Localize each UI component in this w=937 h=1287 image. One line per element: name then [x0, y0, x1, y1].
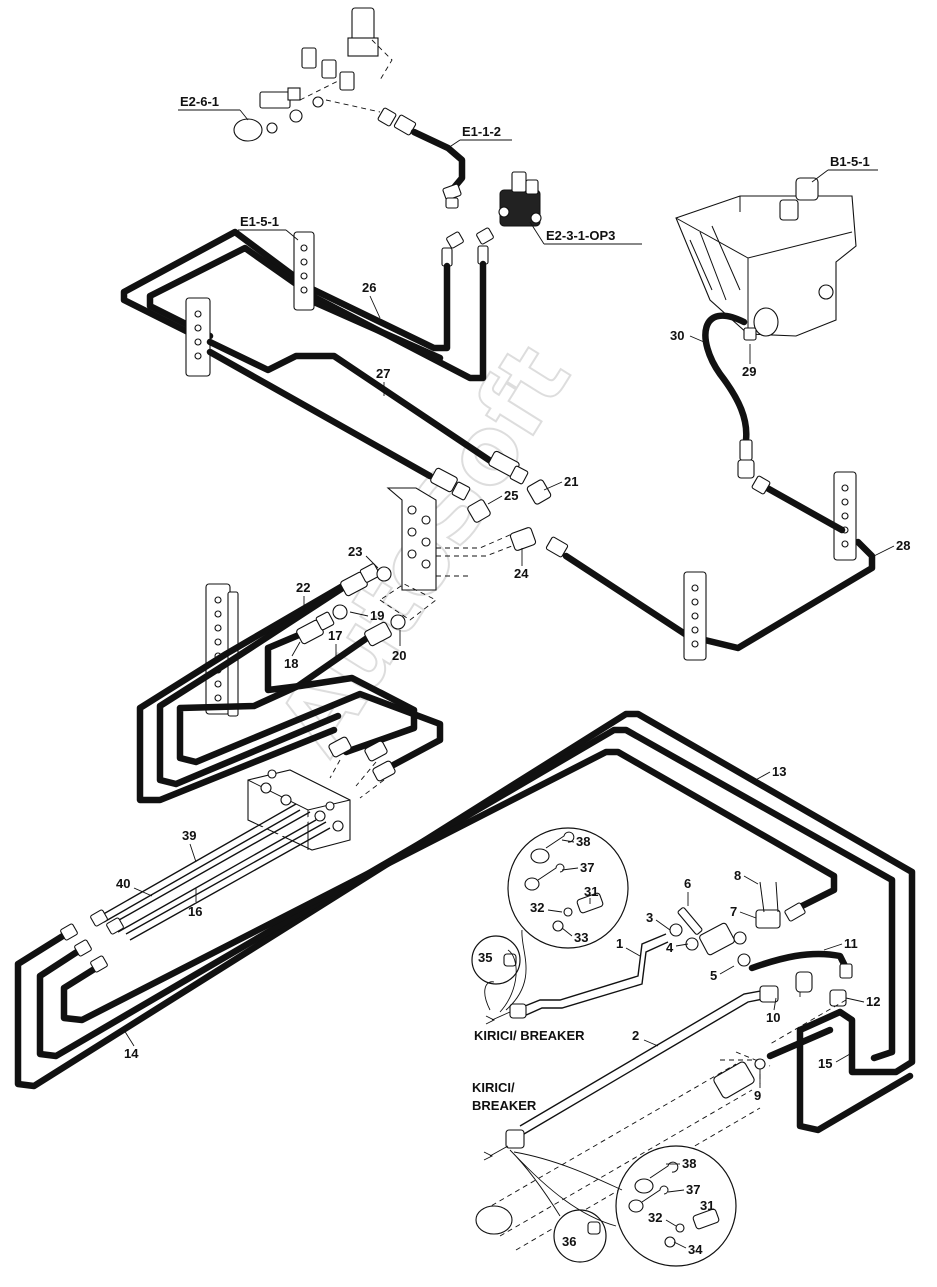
ref-e1-5-1: E1-5-1 — [240, 214, 279, 229]
top-valve-assembly — [233, 7, 417, 142]
hose-14-mid — [36, 726, 896, 1062]
label-13: 13 — [772, 764, 786, 779]
hose-14-outer — [14, 710, 916, 1090]
label-35: 35 — [478, 950, 492, 965]
clamp-block-left — [185, 297, 211, 377]
label-7: 7 — [730, 904, 737, 919]
tube-16 — [125, 821, 331, 941]
label-1: 1 — [616, 936, 623, 951]
label-4: 4 — [666, 940, 674, 955]
label-6: 6 — [684, 876, 691, 891]
label-40: 40 — [116, 876, 130, 891]
label-22: 22 — [296, 580, 310, 595]
control-valve — [498, 171, 542, 227]
label-28: 28 — [896, 538, 910, 553]
hose-11 — [748, 950, 850, 972]
detail-circle-35 — [471, 935, 521, 985]
hydraulic-tank — [675, 177, 857, 341]
tube-40 — [111, 811, 317, 933]
label-27: 27 — [376, 366, 390, 381]
label-19: 19 — [370, 608, 384, 623]
hose-15 — [796, 1008, 914, 1134]
label-20: 20 — [392, 648, 406, 663]
label-12: 12 — [866, 994, 880, 1009]
label-16: 16 — [188, 904, 202, 919]
label-10: 10 — [766, 1010, 780, 1025]
ref-e2-3-1-op3: E2-3-1-OP3 — [546, 228, 615, 243]
hose-18 — [264, 628, 418, 756]
pipe-1 — [519, 933, 669, 1017]
hose-26-outer — [120, 228, 451, 352]
detail-circle-lower — [615, 1145, 737, 1267]
label-36: 36 — [562, 1234, 576, 1249]
label-29: 29 — [742, 364, 756, 379]
label-14: 14 — [124, 1046, 139, 1061]
label-kirici-lower-line1: KIRICI/ — [472, 1080, 515, 1095]
hose-28 — [756, 480, 846, 534]
label-32-lower: 32 — [648, 1210, 662, 1225]
hose-17 — [176, 632, 444, 774]
label-39: 39 — [182, 828, 196, 843]
label-31-lower: 31 — [700, 1198, 714, 1213]
label-37-lower: 37 — [686, 1182, 700, 1197]
label-24: 24 — [514, 566, 529, 581]
label-kirici-lower-line2: BREAKER — [472, 1098, 537, 1113]
label-26: 26 — [362, 280, 376, 295]
label-38-lower: 38 — [682, 1156, 696, 1171]
ref-e2-6-1: E2-6-1 — [180, 94, 219, 109]
label-25: 25 — [504, 488, 518, 503]
clamp-block-left-tall — [205, 583, 239, 717]
label-8: 8 — [734, 868, 741, 883]
label-38-upper: 38 — [576, 834, 590, 849]
label-17: 17 — [328, 628, 342, 643]
label-18: 18 — [284, 656, 298, 671]
center-bracket — [379, 487, 437, 621]
hose-30 — [702, 312, 750, 444]
label-34-lower: 34 — [688, 1242, 703, 1257]
hose-27 — [206, 338, 496, 466]
label-37-upper: 37 — [580, 860, 594, 875]
label-32-upper: 32 — [530, 900, 544, 915]
label-3: 3 — [646, 910, 653, 925]
hose-26-inner — [146, 244, 487, 382]
detail-circle-upper — [507, 827, 629, 949]
label-30: 30 — [670, 328, 684, 343]
label-9: 9 — [754, 1088, 761, 1103]
hose-27b — [206, 348, 434, 480]
ref-e1-1-2: E1-1-2 — [462, 124, 501, 139]
label-23: 23 — [348, 544, 362, 559]
hose-e1-1-2 — [410, 128, 466, 194]
clamp-block-right-upper — [833, 471, 857, 561]
label-2: 2 — [632, 1028, 639, 1043]
pipe-2 — [519, 989, 769, 1135]
label-21: 21 — [564, 474, 578, 489]
hose-24-28 — [562, 538, 876, 652]
clamp-block-e1-5-1 — [293, 231, 315, 311]
clamp-block-right-lower — [683, 571, 707, 661]
boom-cylinder — [475, 1051, 771, 1251]
label-5: 5 — [710, 968, 717, 983]
tube-39 — [99, 803, 301, 923]
ref-b1-5-1: B1-5-1 — [830, 154, 870, 169]
label-31-upper: 31 — [584, 884, 598, 899]
label-15: 15 — [818, 1056, 832, 1071]
hose-22b — [156, 570, 368, 788]
hose-9-line — [766, 1026, 834, 1060]
label-kirici-breaker-upper: KIRICI/ BREAKER — [474, 1028, 585, 1043]
label-33-upper: 33 — [574, 930, 588, 945]
hose-22 — [136, 580, 350, 804]
label-11: 11 — [844, 936, 858, 951]
bracket-7 — [755, 881, 806, 929]
hose-13 — [60, 748, 838, 1024]
shutoff-valve — [669, 907, 751, 967]
